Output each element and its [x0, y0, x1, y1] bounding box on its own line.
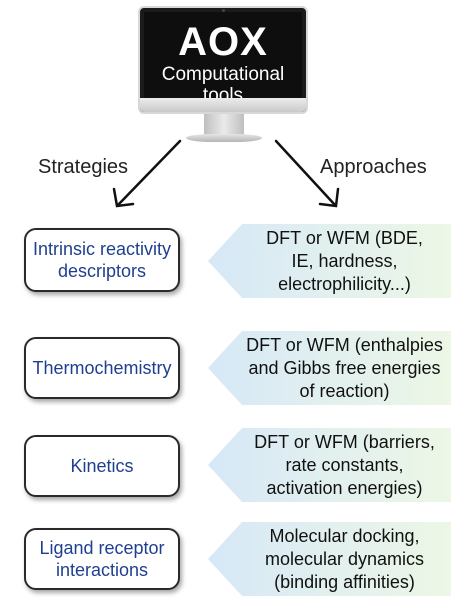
approach-text-line2: IE, hardness,	[291, 250, 398, 271]
chevron-shape	[208, 428, 451, 502]
chevron-shape	[208, 522, 451, 596]
chevron-shape	[208, 331, 451, 405]
approach-text-line3: (binding affinities)	[274, 571, 415, 592]
approach-text-line3: of reaction)	[299, 380, 390, 401]
monitor-stand	[204, 114, 244, 136]
strategy-box-thermochemistry: Thermochemistry	[24, 337, 180, 399]
diagram-title: AOX	[178, 20, 268, 64]
approach-chevron-reactivity: DFT or WFM (BDE, IE, hardness, electroph…	[208, 224, 451, 298]
arrow-right-head	[318, 187, 340, 208]
approach-text-line3: activation energies)	[266, 477, 423, 498]
strategy-box-ligand: Ligand receptor interactions	[24, 528, 180, 590]
camera-dot	[222, 9, 225, 12]
strategy-box-kinetics: Kinetics	[24, 435, 180, 497]
approach-text-line2: rate constants,	[285, 454, 404, 475]
approach-chevron-ligand: Molecular docking, molecular dynamics (b…	[208, 522, 451, 596]
strategy-box-reactivity: Intrinsic reactivity descriptors	[24, 228, 180, 292]
strategy-text-line1: Thermochemistry	[32, 358, 172, 378]
strategies-label: Strategies	[38, 156, 129, 178]
approach-text-line1: DFT or WFM (enthalpies	[246, 334, 443, 355]
approach-chevron-kinetics: DFT or WFM (barriers, rate constants, ac…	[208, 428, 451, 502]
diagram-subtitle-line1: Computational	[161, 64, 285, 85]
arrow-right	[274, 139, 337, 207]
arrow-left-head	[112, 187, 135, 208]
approach-text-line2: and Gibbs free energies	[248, 357, 441, 378]
approach-text-line1: Molecular docking,	[269, 525, 420, 546]
approach-chevron-thermochemistry: DFT or WFM (enthalpies and Gibbs free en…	[208, 331, 451, 405]
monitor-stand-base	[186, 134, 262, 142]
approach-text-line3: electrophilicity...)	[278, 273, 411, 294]
chevron-shape	[208, 224, 451, 298]
strategy-text-line1: Kinetics	[70, 456, 134, 476]
monitor-chin	[140, 98, 306, 112]
approaches-label: Approaches	[320, 156, 427, 178]
approach-text-line2: molecular dynamics	[264, 548, 425, 569]
approach-text-line1: DFT or WFM (BDE,	[266, 227, 423, 248]
branch-arrows	[112, 139, 340, 208]
strategy-text-line1: Ligand receptor	[39, 538, 165, 558]
strategy-text-line1: Intrinsic reactivity	[32, 239, 172, 259]
arrow-left	[116, 139, 182, 207]
approach-text-line1: DFT or WFM (barriers,	[254, 431, 435, 452]
strategy-text-line2: interactions	[55, 560, 149, 580]
computer-monitor-icon: AOX Computational tools	[138, 6, 308, 114]
strategy-text-line2: descriptors	[57, 261, 146, 281]
